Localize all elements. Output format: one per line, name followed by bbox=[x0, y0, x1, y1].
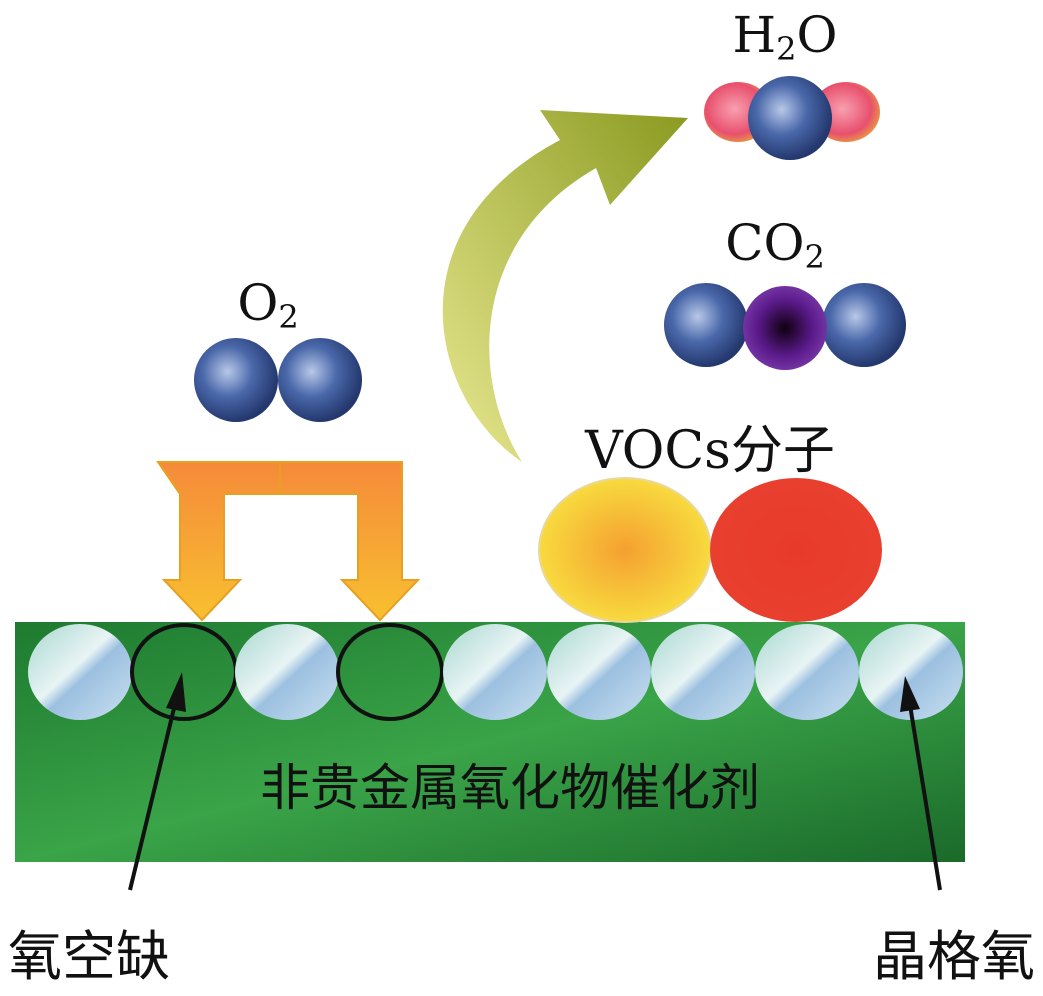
voc-atom-yellow bbox=[538, 477, 712, 623]
lattice-oxygen-label: 晶格氧 bbox=[873, 925, 1035, 988]
h2o-label: H2O bbox=[733, 6, 838, 68]
lattice-oxygen-atom bbox=[755, 624, 859, 720]
lattice-pointer-arrow bbox=[900, 676, 942, 891]
o2-atom bbox=[278, 338, 362, 422]
lattice-oxygen-atom bbox=[443, 624, 547, 720]
o2-adsorption-arrows bbox=[156, 461, 421, 622]
oxygen-vacancy-label: 氧空缺 bbox=[8, 925, 170, 988]
lattice-oxygen-atom bbox=[28, 624, 132, 720]
oxygen-atom bbox=[664, 283, 748, 367]
lattice-oxygen-atom bbox=[235, 624, 339, 720]
o2-label: O2 bbox=[237, 274, 298, 336]
oxygen-vacancy-ring bbox=[336, 623, 444, 721]
lattice-oxygen-atom bbox=[651, 624, 755, 720]
lattice-atoms bbox=[28, 623, 963, 721]
lattice-oxygen-atom bbox=[547, 624, 651, 720]
co2-label: CO2 bbox=[725, 214, 825, 276]
catalyst-label: 非贵金属氧化物催化剂 bbox=[260, 759, 760, 817]
oxygen-atom bbox=[822, 283, 906, 367]
vocs-label: VOCs分子 bbox=[584, 421, 835, 481]
o2-atom bbox=[194, 338, 278, 422]
lattice-oxygen-atom bbox=[859, 624, 963, 720]
carbon-atom bbox=[743, 286, 827, 370]
reaction-arrow bbox=[442, 110, 688, 462]
vacancy-pointer-arrow bbox=[128, 672, 186, 891]
oxygen-atom bbox=[748, 76, 832, 160]
voc-atom-red bbox=[710, 478, 882, 622]
